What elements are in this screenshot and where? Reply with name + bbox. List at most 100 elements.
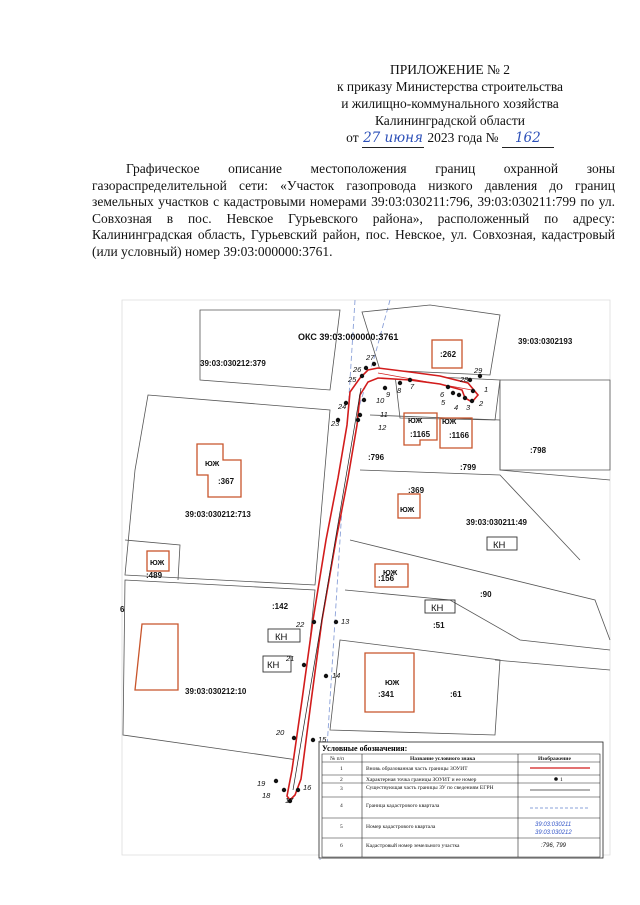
point-number: 18 [262,791,271,800]
legend-row-name: Вновь образованная часть границы ЗОУИТ [366,765,468,772]
point-number: 6 [440,390,445,399]
zone-label-uzh: ЮЖ [383,568,398,577]
legend-point-number: 1 [560,777,563,783]
order-line-3: Калининградской области [374,113,526,128]
buildings [134,339,473,713]
legend-col-name: Название условного знака [410,756,475,762]
point-number: 15 [318,735,327,744]
point-number: 22 [295,620,305,629]
parcel-label-367: :367 [218,477,235,486]
point-number: 17 [285,796,294,805]
point-number: 12 [378,423,387,432]
point-number: 3 [466,403,471,412]
zone-label-uzh: ЮЖ [385,678,400,687]
parcel-label-61: :61 [450,690,462,699]
parcel-label-51: :51 [433,621,445,630]
point-number: 8 [397,386,402,395]
kn-zone-boxes [262,536,518,673]
map-labels: ОКС 39:03:000000:3761 39:03:030212:379 3… [120,332,573,699]
zone-label-uzh: ЮЖ [205,459,220,468]
legend: Условные обозначения: № п/п Название усл… [318,741,604,859]
parcel-label-142: :142 [272,602,289,611]
zone-label-uzh: ЮЖ [400,505,415,514]
point-number: 13 [341,617,350,626]
point-number: 10 [376,396,385,405]
point-number: 21 [285,654,294,663]
legend-row-name: Номер кадастрового квартала [366,824,436,830]
point-number: 28 [459,375,469,384]
legend-row-num: 6 [340,843,343,849]
point-number: 26 [352,365,362,374]
point-number: 4 [454,403,458,412]
parcel-label-369: :369 [408,486,425,495]
point-number: 2 [478,399,484,408]
legend-row-num: 2 [340,777,343,783]
handwritten-date: 27 июня [363,130,423,146]
legend-title: Условные обозначения: [322,744,407,753]
quarter-label-2193: 39:03:0302193 [518,337,573,346]
point-number: 1 [484,385,488,394]
point-number: 14 [332,671,340,680]
point-number: 24 [337,402,346,411]
parcel-label-156: :156 [378,574,395,583]
parcel-label-341: :341 [378,690,395,699]
legend-parcel-number: :796, 799 [541,843,567,849]
date-prefix: от [346,130,359,145]
point-number: 19 [257,779,266,788]
zone-label-kn: КН [275,632,288,643]
legend-col-img: Изображение [538,755,571,762]
description-text: Графическое описание местоположения гран… [92,161,615,259]
parcel-label-1166: :1166 [449,431,470,440]
appendix-title: ПРИЛОЖЕНИЕ № 2 [389,62,511,77]
point-number: 27 [365,353,375,362]
point-numbers: 1 2 3 4 5 6 7 8 9 10 11 12 13 14 15 16 1… [257,353,488,805]
quarter-label-49: 39:03:030211:49 [466,518,527,527]
legend-row-name: Характерная точка границы ЗОУИТ и ее ном… [366,777,477,783]
legend-quarter-number-2: 39:03:030212 [535,830,572,836]
legend-row-name: Существующая часть границы ЗУ по сведени… [366,785,494,791]
quarter-label-379: 39:03:030212:379 [200,359,266,368]
parcel-label-90: :90 [480,590,492,599]
point-number: 16 [303,783,312,792]
parcel-label-798: :798 [530,446,547,455]
parcel-label-489: :489 [146,571,163,580]
point-number: 25 [347,375,357,384]
zone-label-uzh: ЮЖ [442,417,457,426]
edge-label-6: 6 [120,605,125,614]
point-number: 11 [380,410,388,419]
date-year: 2023 года № [427,130,499,145]
point-number: 9 [386,390,391,399]
legend-point-symbol [554,777,558,781]
zone-label-kn: КН [267,660,280,671]
point-number: 5 [441,398,446,407]
parcel-label-796: :796 [368,453,385,462]
legend-row-name: Граница кадастрового квартала [366,803,440,809]
zone-label-kn: КН [493,540,506,551]
appendix-header: ПРИЛОЖЕНИЕ № 2 к приказу Министерства ст… [300,61,600,148]
characteristic-points [273,361,483,804]
legend-row-num: 5 [340,824,343,830]
zone-label-uzh: ЮЖ [408,416,423,425]
quarter-label-713: 39:03:030212:713 [185,510,251,519]
point-number: 20 [275,728,285,737]
point-number: 7 [410,382,415,391]
parcel-label-262: :262 [440,350,457,359]
point-number: 29 [473,366,483,375]
parcel-label-799: :799 [460,463,477,472]
legend-col-num: № п/п [330,756,344,762]
legend-row-num: 1 [340,766,343,772]
parcel-label-1165: :1165 [410,430,431,439]
zone-label-kn: КН [431,603,444,614]
description-paragraph: Графическое описание местоположения гран… [92,161,615,260]
legend-row-num: 3 [340,786,343,792]
handwritten-number: 162 [514,130,541,146]
point-number: 23 [330,419,340,428]
order-line-2: и жилищно-коммунального хозяйства [341,96,559,111]
order-line-1: к приказу Министерства строительства [336,79,564,94]
oks-label: ОКС 39:03:000000:3761 [298,332,398,342]
legend-row-name: Кадастровый номер земельного участка [366,842,460,849]
quarter-label-10: 39:03:030212:10 [185,687,247,696]
zone-label-uzh: ЮЖ [150,558,165,567]
order-date-line: от 27 июня 2023 года № 162 [300,129,600,148]
